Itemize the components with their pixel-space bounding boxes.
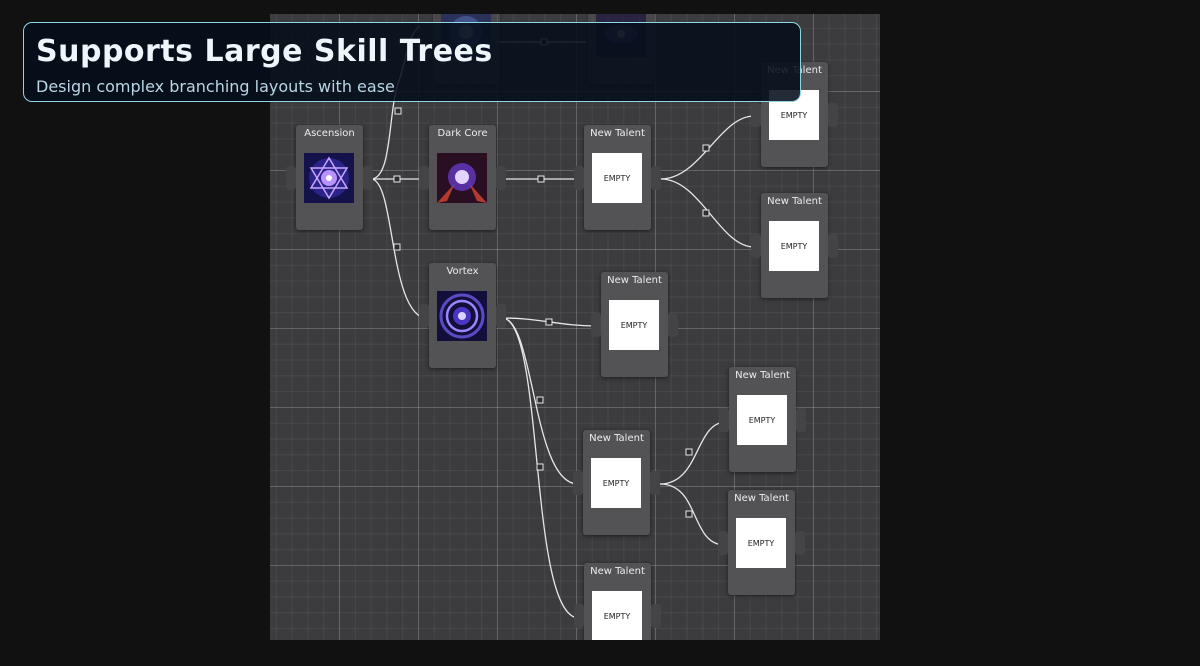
skill-node[interactable]: New Talent EMPTY (573, 430, 660, 535)
input-port[interactable] (286, 166, 296, 190)
ascension-art-icon (304, 153, 354, 203)
output-port[interactable] (650, 471, 660, 495)
skill-node[interactable]: New Talent EMPTY (574, 125, 661, 230)
slot-label: EMPTY (780, 241, 808, 251)
empty-slot[interactable]: EMPTY (592, 591, 642, 640)
skill-node[interactable]: Vortex (419, 263, 506, 368)
input-port[interactable] (591, 313, 601, 337)
skill-node[interactable]: New Talent EMPTY (751, 193, 838, 298)
output-port[interactable] (828, 234, 838, 258)
skill-node[interactable]: New Talent EMPTY (719, 367, 806, 472)
slot-label: EMPTY (602, 478, 630, 488)
slot-label: EMPTY (603, 173, 631, 183)
slot-label: EMPTY (748, 415, 776, 425)
input-port[interactable] (574, 604, 584, 628)
empty-slot[interactable]: EMPTY (591, 458, 641, 508)
output-port[interactable] (796, 408, 806, 432)
input-port[interactable] (718, 531, 728, 555)
node-title: New Talent (734, 493, 789, 504)
input-port[interactable] (751, 234, 761, 258)
empty-slot[interactable]: EMPTY (592, 153, 642, 203)
wire-knot (685, 510, 693, 518)
output-port[interactable] (496, 304, 506, 328)
slot-label: EMPTY (780, 110, 808, 120)
skill-node[interactable]: Ascension (286, 125, 373, 230)
wire-knot (702, 144, 710, 152)
skill-node[interactable]: New Talent EMPTY (591, 272, 678, 377)
feature-banner: Supports Large Skill Trees Design comple… (23, 22, 801, 102)
node-title: New Talent (589, 433, 644, 444)
node-title: Dark Core (437, 128, 488, 139)
slot-label: EMPTY (747, 538, 775, 548)
wire (659, 483, 726, 546)
wire-knot (685, 448, 693, 456)
node-title: Ascension (304, 128, 355, 139)
input-port[interactable] (419, 304, 429, 328)
output-port[interactable] (668, 313, 678, 337)
node-title: New Talent (735, 370, 790, 381)
slot-label: EMPTY (603, 611, 631, 621)
wire (659, 421, 727, 485)
output-port[interactable] (363, 166, 373, 190)
skill-node[interactable]: New Talent EMPTY (718, 490, 805, 595)
connection-wires (370, 25, 755, 619)
node-title: New Talent (607, 275, 662, 286)
banner-subtitle: Design complex branching layouts with ea… (36, 77, 395, 96)
banner-title: Supports Large Skill Trees (36, 34, 493, 69)
output-port[interactable] (795, 531, 805, 555)
wire-knot (536, 463, 544, 471)
input-port[interactable] (574, 166, 584, 190)
input-port[interactable] (573, 471, 583, 495)
node-title: New Talent (590, 566, 645, 577)
output-port[interactable] (651, 166, 661, 190)
empty-slot[interactable]: EMPTY (736, 518, 786, 568)
wire-knot (393, 175, 401, 183)
skill-node[interactable]: New Talent EMPTY (574, 563, 661, 640)
dark-core-art-icon (437, 153, 487, 203)
wire-knot (537, 175, 545, 183)
wire-knot (393, 243, 401, 251)
empty-slot[interactable]: EMPTY (609, 300, 659, 350)
wire-knot (394, 107, 402, 115)
input-port[interactable] (751, 103, 761, 127)
empty-slot[interactable]: EMPTY (737, 395, 787, 445)
node-title: New Talent (590, 128, 645, 139)
node-title: Vortex (446, 266, 479, 277)
input-port[interactable] (419, 166, 429, 190)
input-port[interactable] (719, 408, 729, 432)
slot-label: EMPTY (620, 320, 648, 330)
empty-slot[interactable]: EMPTY (769, 221, 819, 271)
output-port[interactable] (828, 103, 838, 127)
wire-knot (702, 209, 710, 217)
wire-knot (536, 396, 544, 404)
node-title: New Talent (767, 196, 822, 207)
skill-node[interactable]: Dark Core (419, 125, 506, 230)
output-port[interactable] (496, 166, 506, 190)
output-port[interactable] (651, 604, 661, 628)
skill-tree-canvas[interactable]: New Talent EMPTY Ascension Dark Core (270, 14, 880, 640)
wire-knot (545, 318, 553, 326)
vortex-art-icon (437, 291, 487, 341)
